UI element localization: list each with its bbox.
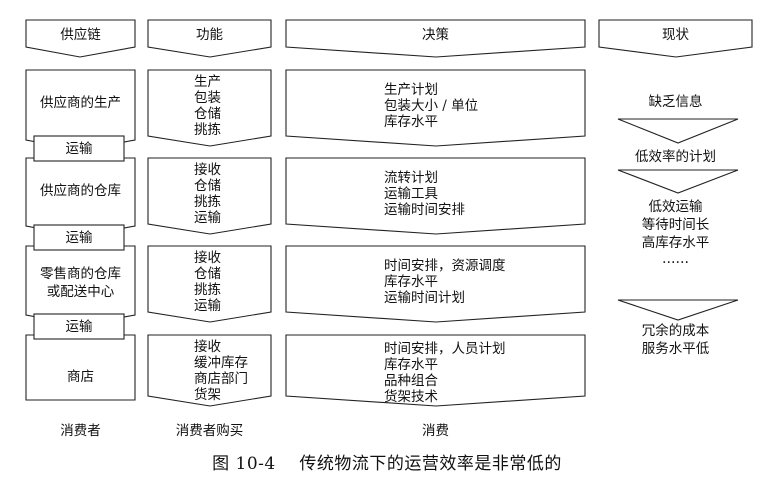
- status-arrow-2: [617, 169, 739, 194]
- function-item: 挑拣: [194, 282, 221, 298]
- function-list-3: 接收 仓储 挑拣 运输: [194, 250, 221, 314]
- function-box-3: [147, 245, 272, 323]
- stage-name-3: 零售商的仓库 或配送中心: [26, 265, 135, 301]
- function-item: 包装: [194, 90, 221, 106]
- status-block-line: 低效运输: [648, 199, 703, 215]
- decision-item: 流转计划: [384, 170, 438, 186]
- decision-item: 运输时间计划: [384, 290, 465, 306]
- status-arrow-1: [617, 118, 739, 144]
- status-block: 低效运输 等待时间长 高库存水平 ……: [599, 198, 752, 266]
- function-box-4: [147, 334, 272, 407]
- transport-label-2: 运输: [65, 230, 93, 246]
- stage-name-2: 供应商的仓库: [40, 183, 121, 199]
- header-function: 功能: [196, 27, 223, 43]
- function-list-4: 接收 缓冲库存 商店部门 货架: [194, 339, 248, 403]
- function-item: 挑拣: [194, 194, 221, 210]
- transport-tab-3: [33, 313, 125, 340]
- function-item: 接收: [194, 339, 221, 355]
- function-item: 仓储: [194, 266, 221, 282]
- footer-consumer-purchase: 消费者购买: [175, 423, 244, 439]
- transport-tab-2: [33, 224, 125, 251]
- status-result-line: 冗余的成本: [641, 323, 710, 339]
- decision-list-4: 时间安排，人员计划 库存水平 品种组合 货架技术: [384, 341, 506, 405]
- status-block-line: 高库存水平: [641, 235, 710, 251]
- function-item: 缓冲库存: [194, 355, 248, 371]
- stage-box-4: [25, 334, 136, 401]
- decision-item: 库存水平: [384, 357, 438, 373]
- figure-caption: 图 10-4 传统物流下的运营效率是非常低的: [212, 454, 562, 474]
- function-box-1: [147, 69, 272, 147]
- function-item: 接收: [194, 250, 221, 266]
- transport-label-1: 运输: [65, 141, 93, 157]
- decision-box-1: [285, 69, 586, 147]
- decision-item: 时间安排，人员计划: [384, 341, 506, 357]
- decision-box-2: [285, 157, 586, 235]
- function-item: 仓储: [194, 178, 221, 194]
- function-item: 仓储: [194, 106, 221, 122]
- function-item: 商店部门: [194, 371, 248, 387]
- status-block-line: 等待时间长: [641, 217, 710, 233]
- function-box-2: [147, 157, 272, 235]
- function-item: 生产: [194, 74, 221, 90]
- function-item: 运输: [194, 298, 221, 314]
- decision-item: 库存水平: [384, 114, 438, 130]
- header-supply-chain: 供应链: [60, 27, 101, 43]
- function-list-2: 接收 仓储 挑拣 运输: [194, 162, 221, 226]
- decision-item: 包装大小 / 单位: [384, 98, 479, 114]
- footer-consumer: 消费者: [60, 423, 101, 439]
- status-result-line: 服务水平低: [641, 341, 710, 357]
- decision-item: 品种组合: [384, 373, 438, 389]
- stage-name-3-line-1: 零售商的仓库: [40, 266, 121, 282]
- function-item: 接收: [194, 162, 221, 178]
- stage-name-3-line-2: 或配送中心: [46, 284, 115, 300]
- status-block-line: ……: [662, 251, 689, 267]
- header-shape-function: [147, 19, 272, 58]
- decision-item: 货架技术: [384, 389, 438, 405]
- decision-list-3: 时间安排，资源调度 库存水平 运输时间计划: [384, 258, 506, 306]
- status-arrow-3: [617, 299, 739, 321]
- decision-item: 生产计划: [384, 82, 438, 98]
- transport-tab-1: [33, 135, 125, 162]
- stage-name-4: 商店: [67, 369, 94, 385]
- header-decision: 决策: [422, 27, 449, 43]
- header-shape-decision: [285, 19, 586, 58]
- function-item: 运输: [194, 210, 221, 226]
- decision-item: 库存水平: [384, 274, 438, 290]
- decision-item: 运输工具: [384, 186, 438, 202]
- stage-name-1: 供应商的生产: [40, 95, 121, 111]
- decision-list-1: 生产计划 包装大小 / 单位 库存水平: [384, 82, 478, 130]
- function-item: 货架: [194, 387, 221, 403]
- header-status: 现状: [662, 27, 689, 43]
- function-item: 挑拣: [194, 122, 221, 138]
- decision-item: 时间安排，资源调度: [384, 258, 506, 274]
- status-result: 冗余的成本 服务水平低: [599, 322, 752, 358]
- header-shape-status: [598, 19, 753, 58]
- header-shape-supply-chain: [25, 19, 136, 58]
- status-item-1: 缺乏信息: [648, 94, 703, 110]
- function-list-1: 生产 包装 仓储 挑拣: [194, 74, 221, 138]
- status-item-2: 低效率的计划: [635, 149, 716, 165]
- decision-item: 运输时间安排: [384, 202, 465, 218]
- footer-consumption: 消费: [422, 423, 449, 439]
- transport-label-3: 运输: [65, 319, 93, 335]
- decision-box-3: [285, 245, 586, 323]
- decision-list-2: 流转计划 运输工具 运输时间安排: [384, 170, 465, 218]
- decision-box-4: [285, 334, 586, 407]
